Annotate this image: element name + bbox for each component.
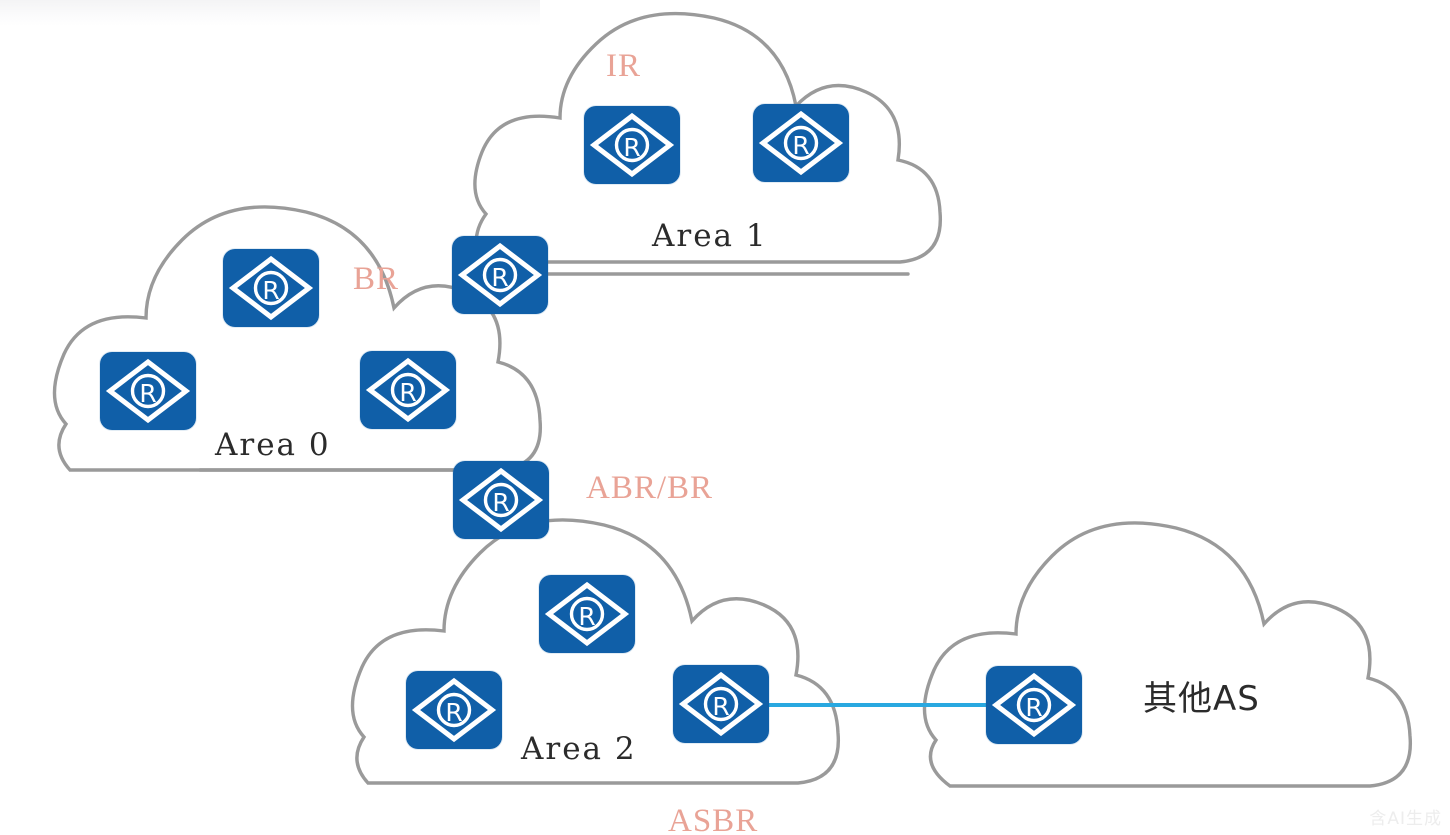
router-area0-r1[interactable]	[223, 249, 319, 327]
router-asbr[interactable]	[673, 665, 769, 743]
router-icon	[452, 236, 548, 314]
router-area0-r2[interactable]	[100, 352, 196, 430]
area-label-other-as: 其他AS	[1143, 679, 1260, 719]
router-icon	[753, 104, 849, 182]
router-icon	[539, 575, 635, 653]
top-gradient-band	[0, 0, 540, 26]
router-area2-r2[interactable]	[406, 671, 502, 749]
role-label-br: BR	[353, 261, 400, 297]
cloud-outline-area1	[473, 11, 943, 264]
router-icon	[986, 666, 1082, 744]
area-label-area1: Area 1	[652, 218, 768, 254]
role-label-ir: IR	[606, 48, 641, 84]
router-icon	[584, 106, 680, 184]
router-area2-r1[interactable]	[539, 575, 635, 653]
router-icon	[406, 671, 502, 749]
area-label-area2: Area 2	[521, 731, 637, 767]
router-area1-r2[interactable]	[753, 104, 849, 182]
router-area0-r3[interactable]	[360, 351, 456, 429]
router-other-as-r1[interactable]	[986, 666, 1082, 744]
role-label-abr-br: ABR/BR	[586, 470, 714, 506]
router-icon	[100, 352, 196, 430]
router-icon	[453, 461, 549, 539]
area-label-area0: Area 0	[215, 427, 331, 463]
ai-watermark: 含AI生成	[1369, 809, 1442, 829]
router-icon	[223, 249, 319, 327]
router-icon	[360, 351, 456, 429]
router-icon	[673, 665, 769, 743]
cloud-outline-area0	[52, 205, 543, 472]
router-abr-br[interactable]	[453, 461, 549, 539]
cloud-outline-area2	[350, 518, 841, 785]
role-label-asbr: ASBR	[668, 803, 759, 835]
router-area1-r1[interactable]	[584, 106, 680, 184]
router-br[interactable]	[452, 236, 548, 314]
cloud-outline-other-as	[922, 521, 1413, 788]
